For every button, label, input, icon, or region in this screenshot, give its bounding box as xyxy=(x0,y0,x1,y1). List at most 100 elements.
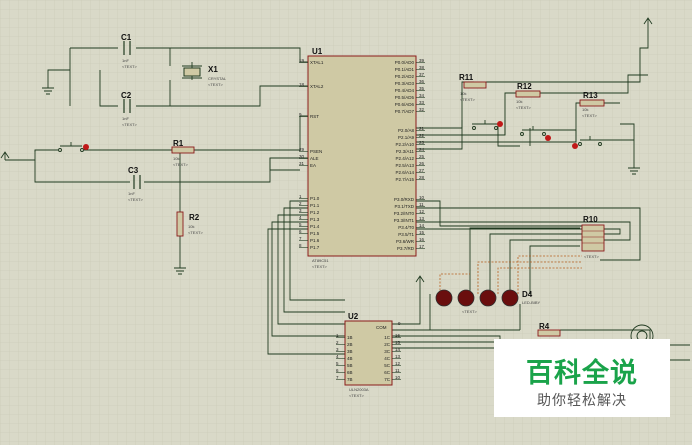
u2-in-pin-label: 2B xyxy=(347,342,353,347)
u1-right-pin-number: 24 xyxy=(419,147,425,152)
u1-left-pin-label: P1.3 xyxy=(310,217,320,222)
r12-resistor[interactable] xyxy=(515,90,541,98)
power-symbols xyxy=(0,17,653,284)
u2-in-pin-number: 7 xyxy=(336,375,339,380)
u2-in-pin-number: 3 xyxy=(336,347,339,352)
x1-text: <TEXT> xyxy=(208,82,224,87)
c1-capacitor[interactable] xyxy=(123,41,131,55)
u2-out-pin-label: 2C xyxy=(384,342,391,347)
u2-in-pin-label: 5B xyxy=(347,363,353,368)
u1-right-pin-label: P0.5/AD5 xyxy=(395,95,415,100)
u2-in-pin-label: 3B xyxy=(347,349,353,354)
r1-resistor[interactable] xyxy=(171,146,195,154)
u1-right-pin-label: P3.2/INT0 xyxy=(394,211,415,216)
r12-text: <TEXT> xyxy=(516,105,532,110)
u1-text: <TEXT> xyxy=(312,264,328,269)
r11-value: 10k xyxy=(460,91,466,96)
c2-capacitor[interactable] xyxy=(123,99,131,113)
r4-ref: R4 xyxy=(539,322,550,331)
u1-right-pin-label: P3.0/RXD xyxy=(394,197,415,202)
r4-resistor[interactable] xyxy=(537,329,561,337)
d4-led-array[interactable] xyxy=(435,289,519,307)
u1-left-pin-label: XTAL1 xyxy=(310,60,324,65)
u1-right-pin-label: P0.7/AD7 xyxy=(395,109,415,114)
u1-right-pin-label: P0.6/AD6 xyxy=(395,102,415,107)
u1-right-pin-label: P2.2/A10 xyxy=(395,142,414,147)
r11-text: <TEXT> xyxy=(460,97,476,102)
u1-right-pin-label: P0.0/AD0 xyxy=(395,60,415,65)
u1-right-pin-number: 34 xyxy=(419,93,425,98)
r13-value: 10k xyxy=(582,107,588,112)
u1-right-pin-number: 14 xyxy=(419,223,425,228)
u2-out-pin-label: 3C xyxy=(384,349,391,354)
u1-right-pin-number: 33 xyxy=(419,100,425,105)
key-button-3[interactable] xyxy=(572,136,602,149)
u2-out-pin-number: 13 xyxy=(395,354,401,359)
u2-com-num: 9 xyxy=(398,321,401,326)
u1-right-pin-number: 26 xyxy=(419,161,425,166)
r2-ref: R2 xyxy=(189,213,200,222)
u1-left-pin-label: P1.7 xyxy=(310,245,320,250)
u2-in-pin-number: 2 xyxy=(336,340,339,345)
u2-out-pin-label: 7C xyxy=(384,377,391,382)
c3-ref: C3 xyxy=(128,166,139,175)
c2-text: <TEXT> xyxy=(122,122,138,127)
u2-out-pin-number: 14 xyxy=(395,347,401,352)
x1-crystal[interactable] xyxy=(182,65,202,79)
u2-out-pin-number: 15 xyxy=(395,340,401,345)
r10-resistor-pack[interactable] xyxy=(581,224,605,252)
key-button-2[interactable] xyxy=(520,126,552,141)
d4-text: <TEXT> xyxy=(462,309,478,314)
d4-ref: D4 xyxy=(522,290,533,299)
u1-left-pin-label: PSEN xyxy=(310,149,322,154)
r10-ref: R10 xyxy=(583,215,598,224)
u1-right-pin-label: P0.4/AD4 xyxy=(395,88,415,93)
r1-value: 10k xyxy=(173,156,179,161)
watermark-subtitle: 助你轻松解决 xyxy=(537,393,627,409)
watermark-box: 百科全说 助你轻松解决 xyxy=(494,339,670,417)
r11-resistor[interactable] xyxy=(463,81,487,89)
u1-left-pin-label: P1.2 xyxy=(310,210,320,215)
reset-button[interactable] xyxy=(58,142,90,152)
u1-right-pin-label: P2.6/A14 xyxy=(395,170,414,175)
u1-right-pin-number: 21 xyxy=(419,126,425,131)
u2-com: COM xyxy=(376,325,387,330)
key-button-1[interactable] xyxy=(472,120,504,130)
u1-right-pin-number: 15 xyxy=(419,230,425,235)
u1-right-pin-number: 10 xyxy=(419,195,425,200)
u1-right-pin-label: P2.1/A9 xyxy=(398,135,415,140)
u1-left-pin-number: 31 xyxy=(299,161,305,166)
d4-value: LED-BIBY xyxy=(522,300,541,305)
u2-out-pin-number: 10 xyxy=(395,375,401,380)
r2-text: <TEXT> xyxy=(188,230,204,235)
r13-resistor[interactable] xyxy=(579,99,605,107)
wires xyxy=(5,28,690,366)
u1-left-pin-number: 2 xyxy=(299,201,302,206)
r13-ref: R13 xyxy=(583,91,598,100)
u1-right-pin-number: 25 xyxy=(419,154,425,159)
u1-right-pin-number: 17 xyxy=(419,244,425,249)
c3-capacitor[interactable] xyxy=(133,175,141,189)
u1-right-pin-label: P2.4/A12 xyxy=(395,156,414,161)
u1-left-pin-label: P1.6 xyxy=(310,238,320,243)
u1-right-pin-label: P3.5/T1 xyxy=(398,232,414,237)
u1-right-pin-number: 13 xyxy=(419,216,425,221)
c3-value: 1nF xyxy=(128,191,135,196)
r11-ref: R11 xyxy=(459,73,474,82)
u1-right-pin-label: P0.3/AD3 xyxy=(395,81,415,86)
u1-left-pin-label: XTAL2 xyxy=(310,84,324,89)
u1-mcu[interactable]: XTAL119XTAL218RST9PSEN29ALE30EA31P1.01P1… xyxy=(299,55,425,257)
u2-in-pin-label: 6B xyxy=(347,370,353,375)
u1-right-pin-label: P3.1/TXD xyxy=(394,204,414,209)
u2-in-pin-label: 7B xyxy=(347,377,353,382)
r1-text: <TEXT> xyxy=(173,162,189,167)
u1-left-pin-number: 4 xyxy=(299,215,302,220)
r2-resistor[interactable] xyxy=(176,211,184,237)
u2-out-pin-label: 6C xyxy=(384,370,391,375)
u1-right-pin-number: 36 xyxy=(419,79,425,84)
u1-right-pin-number: 32 xyxy=(419,107,425,112)
u1-left-pin-number: 7 xyxy=(299,236,302,241)
r12-value: 10k xyxy=(516,99,522,104)
u1-right-pin-label: P2.0/A8 xyxy=(398,128,415,133)
